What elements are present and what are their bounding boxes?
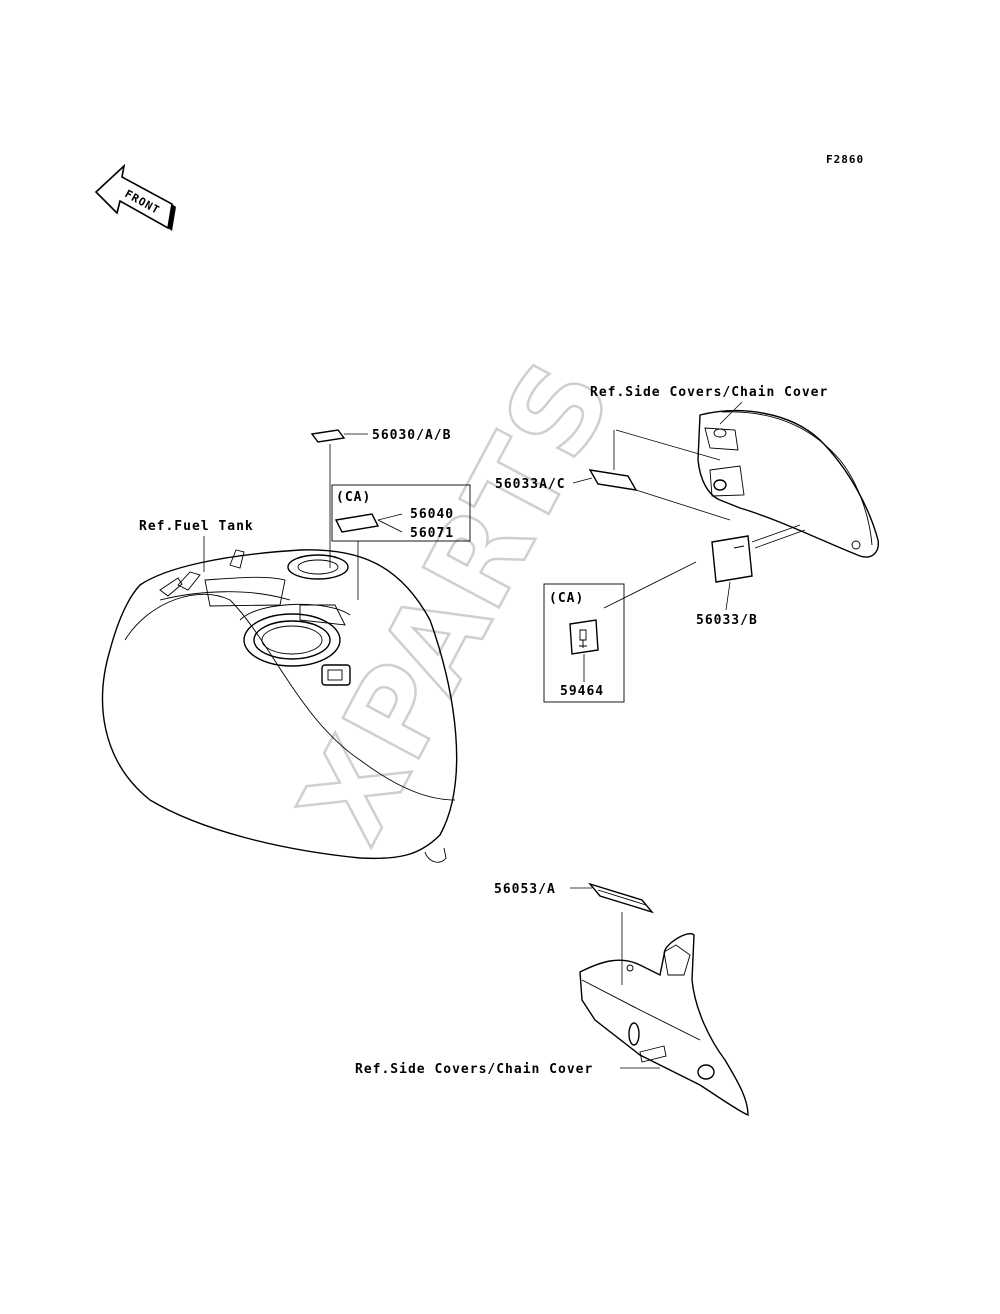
leader-line (572, 477, 593, 484)
leader-line (719, 401, 743, 425)
figure-code: F2860 (826, 153, 864, 166)
ca-box-1 (331, 484, 471, 542)
ca-box-1-tag: (CA) (336, 490, 371, 505)
leader-line (751, 524, 801, 543)
leader-line (754, 529, 806, 549)
leader-line (635, 489, 731, 521)
decal-56053a (587, 882, 655, 914)
ca-box-2 (543, 583, 625, 703)
decal-56033b (711, 535, 753, 583)
part-56053a-label: 56053/A (494, 882, 556, 897)
ca-box-2-tag: (CA) (549, 591, 584, 606)
part-56040-label: 56040 (410, 507, 454, 522)
fuel-tank-drawing (101, 549, 458, 863)
decal-56033b-mark (733, 545, 745, 549)
side-cover-top-drawing (697, 410, 879, 558)
ref-side-covers-top-label: Ref.Side Covers/Chain Cover (590, 385, 828, 400)
decal-59464 (569, 619, 599, 655)
ref-fuel-tank-label: Ref.Fuel Tank (139, 519, 254, 534)
part-56033b-label: 56033/B (696, 613, 758, 628)
svg-text:XPARTS: XPARTS (273, 338, 639, 863)
leader-line (725, 581, 731, 611)
part-59464-label: 59464 (560, 684, 604, 699)
part-56071-label: 56071 (410, 526, 454, 541)
watermark: XPARTS (272, 337, 641, 864)
part-56033ac-label: 56033A/C (495, 477, 566, 492)
leader-line (377, 519, 403, 533)
chain-cover-bottom-drawing (579, 933, 749, 1117)
part-56030-label: 56030/A/B (372, 428, 451, 443)
leader-line (377, 513, 403, 521)
decal-56030 (310, 429, 346, 443)
front-arrow-icon: FRONT (94, 163, 176, 231)
ref-side-covers-bottom-label: Ref.Side Covers/Chain Cover (355, 1062, 593, 1077)
decal-56040 (334, 513, 380, 533)
leader-line (603, 561, 697, 609)
leader-line (615, 429, 721, 461)
